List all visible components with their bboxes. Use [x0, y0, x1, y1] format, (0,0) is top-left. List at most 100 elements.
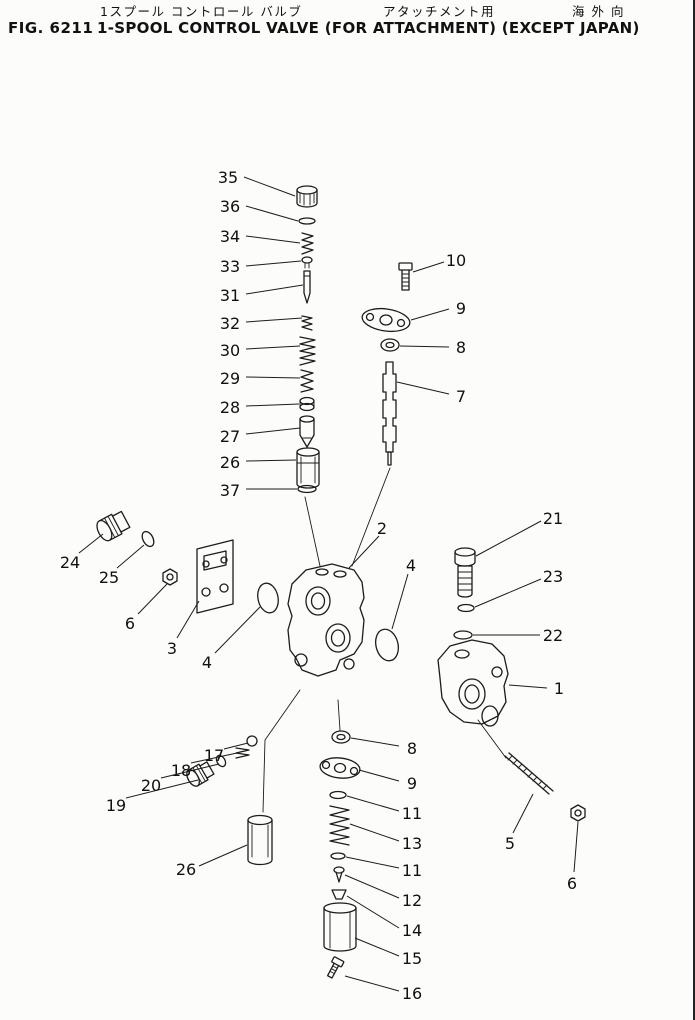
part-32-spring	[301, 315, 313, 331]
part-33-poppet	[301, 256, 313, 269]
callout-number-28-8: 28	[220, 398, 240, 417]
callout-number-13-34: 13	[402, 834, 422, 853]
callout-number-26-40: 26	[176, 860, 196, 879]
callout-number-19-30: 19	[106, 796, 126, 815]
callout-number-31-4: 31	[220, 286, 240, 305]
leader-line-14-37	[346, 895, 400, 929]
part-15-cylinder	[323, 902, 357, 952]
part-8-boot-lower	[331, 730, 351, 744]
callout-number-27-9: 27	[220, 427, 240, 446]
axis-line-sleeve	[262, 689, 301, 813]
leader-line-20-29	[160, 763, 220, 779]
leader-line-23-18	[474, 578, 542, 608]
leader-line-36-1	[245, 205, 299, 222]
callout-number-10-12: 10	[446, 251, 466, 270]
leader-line-9-32	[358, 769, 400, 782]
leader-line-6-24	[137, 583, 168, 615]
callout-number-35-0: 35	[218, 168, 238, 187]
part-drawings	[96, 185, 586, 979]
part-2-valve-body	[287, 563, 365, 677]
part-37-oring	[297, 484, 317, 494]
part-23-oring	[457, 603, 475, 613]
callout-number-15-41: 15	[402, 949, 422, 968]
callout-number-7-15: 7	[456, 387, 466, 406]
leader-line-8-31	[350, 737, 400, 747]
callout-number-6-39: 6	[567, 874, 577, 893]
part-34-spring	[301, 232, 314, 255]
callout-number-11-35: 11	[402, 861, 422, 880]
axis-line-spool	[351, 467, 391, 567]
callout-number-17-27: 17	[204, 746, 224, 765]
leader-line-4-26	[214, 606, 261, 654]
part-28-seat-ring	[299, 396, 315, 412]
part-16-screw	[326, 956, 345, 979]
page-header: 1スプール コントロール バルブ アタッチメント用 海外向 FIG. 6211 …	[0, 0, 695, 48]
part-18-spring	[235, 747, 250, 759]
part-26-sleeve-lower	[247, 814, 273, 866]
leader-line-17-27	[223, 742, 249, 750]
part-12-poppet	[333, 866, 345, 883]
callout-number-36-1: 36	[220, 197, 240, 216]
callout-number-37-11: 37	[220, 481, 240, 500]
part-17-ball	[246, 735, 258, 747]
callout-number-23-18: 23	[543, 567, 563, 586]
leader-line-21-17	[475, 520, 542, 557]
callouts-layer: 3536343331323029282726371098722123221424…	[60, 168, 579, 1003]
part-9-plate	[361, 307, 411, 333]
leader-line-13-34	[349, 823, 400, 842]
callout-number-25-23: 25	[99, 568, 119, 587]
leader-line-16-42	[344, 975, 400, 992]
leader-line-27-9	[245, 427, 301, 435]
leader-line-6-39	[573, 821, 579, 873]
leader-line-19-30	[125, 779, 199, 799]
leader-line-31-4	[245, 284, 304, 295]
part-30-spring	[299, 336, 316, 366]
leader-line-33-3	[245, 260, 302, 267]
leader-line-18-28	[190, 752, 238, 764]
part-10-bolt	[398, 262, 413, 291]
leader-line-25-23	[116, 544, 145, 569]
part-13-spring	[329, 805, 350, 846]
callout-number-4-26: 4	[202, 653, 212, 672]
figure-number: FIG. 6211	[8, 19, 94, 37]
callout-number-16-42: 16	[402, 984, 422, 1003]
leader-line-35-0	[243, 176, 296, 197]
leader-line-15-41	[354, 937, 400, 957]
leader-line-5-38	[512, 793, 534, 834]
callout-number-24-22: 24	[60, 553, 80, 572]
part-6-nut-right	[570, 804, 586, 822]
title-japanese-2: アタッチメント用	[383, 4, 496, 19]
axis-line-lower-stack	[337, 699, 341, 731]
leader-line-7-15	[396, 381, 450, 395]
title-japanese-1: 1スプール コントロール バルブ	[100, 4, 303, 19]
callout-number-9-13: 9	[456, 299, 466, 318]
leader-line-3-25	[176, 600, 200, 639]
leader-line-10-12	[412, 261, 445, 273]
callout-number-34-2: 34	[220, 227, 240, 246]
part-3-plate	[196, 539, 234, 614]
callout-number-8-14: 8	[456, 338, 466, 357]
callout-number-6-24: 6	[125, 614, 135, 633]
part-25-oring	[141, 530, 155, 548]
part-14-seat	[331, 889, 347, 900]
part-11-oring-upper	[329, 790, 347, 800]
leader-line-30-6	[245, 345, 301, 350]
part-6-nut-left	[162, 568, 178, 586]
page-title: 1-SPOOL CONTROL VALVE (FOR ATTACHMENT) (…	[97, 19, 640, 37]
leader-line-11-33	[346, 795, 400, 812]
callout-number-21-17: 21	[543, 509, 563, 528]
leader-line-29-7	[245, 376, 301, 379]
leader-line-34-2	[245, 235, 301, 244]
callout-number-33-3: 33	[220, 257, 240, 276]
part-4-oring-right	[374, 628, 400, 662]
leader-line-2-16	[348, 535, 380, 569]
part-36-oring	[298, 217, 316, 225]
callout-number-11-33: 11	[402, 804, 422, 823]
callout-number-12-36: 12	[402, 891, 422, 910]
leader-line-9-13	[410, 308, 450, 321]
leader-line-4-21	[391, 573, 409, 630]
leader-line-26-10	[245, 459, 297, 462]
callout-number-2-16: 2	[377, 519, 387, 538]
leader-line-26-40	[198, 844, 248, 867]
leader-line-24-22	[78, 533, 104, 554]
